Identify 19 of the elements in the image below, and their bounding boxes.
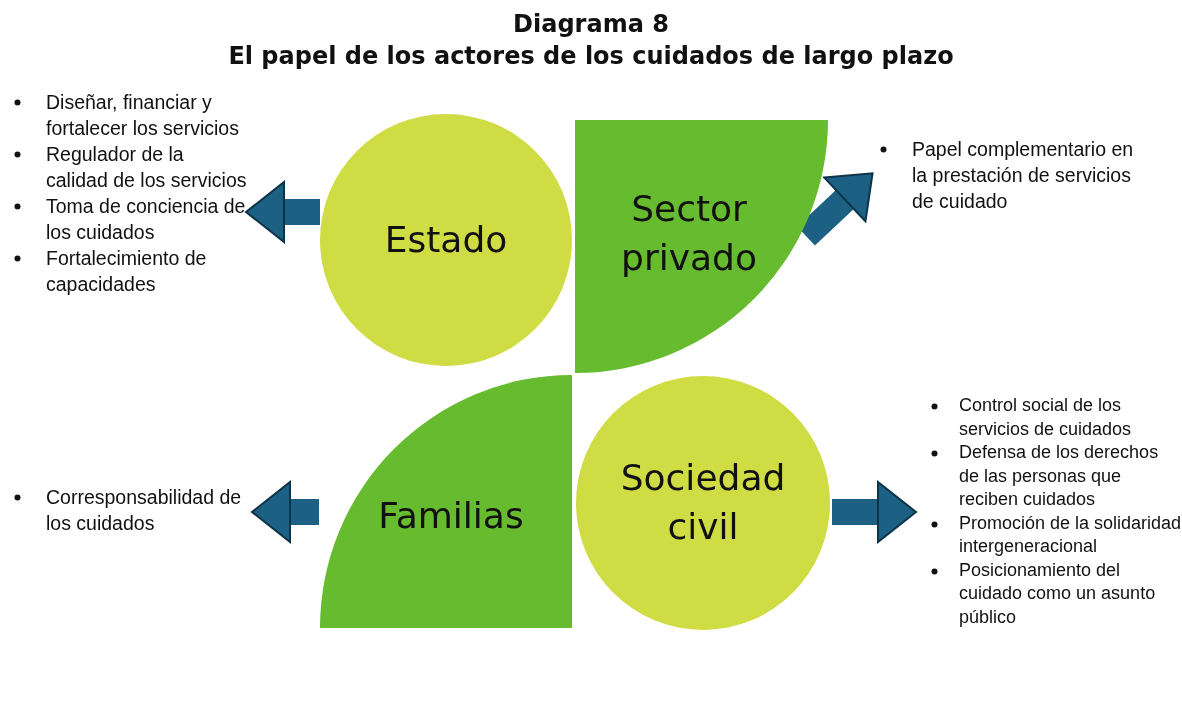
block-arrow (251, 481, 319, 543)
bullet-item: Defensa de los derechos de las personas que reciben cuidados (959, 442, 1159, 509)
bullet-item: Diseñar, financiar y fortalecer los servicios (46, 91, 239, 139)
node-label: Familias (378, 494, 524, 539)
bullet-item: Posicionamiento del cuidado como un asunto público (959, 559, 1156, 627)
bullet-item: Papel complementario en la prestación de servicios de cuidado (912, 138, 1134, 212)
block-arrow (832, 481, 917, 543)
node-label: Sector privado (620, 187, 758, 280)
node-label: Estado (384, 217, 508, 262)
bullet-item: Regulador de la calidad de los servicios (46, 143, 247, 191)
diagram-subtitle: El papel de los actores de los cuidados de largo plazo (227, 42, 955, 70)
bullet-item: Control social de los servicios de cuidados (959, 395, 1132, 439)
block-arrow (245, 181, 320, 243)
bullet-item: Toma de conciencia de los cuidados (46, 195, 246, 243)
bullet-item: Fortalecimiento de capacidades (46, 247, 207, 295)
bullet-item: Corresponsabilidad de los cuidados (46, 486, 242, 534)
node-label: Sociedad civil (619, 456, 787, 549)
bullet-item: Promoción de la solidaridad intergeneracional (959, 512, 1182, 556)
diagram-title: Diagrama 8 (512, 10, 670, 38)
